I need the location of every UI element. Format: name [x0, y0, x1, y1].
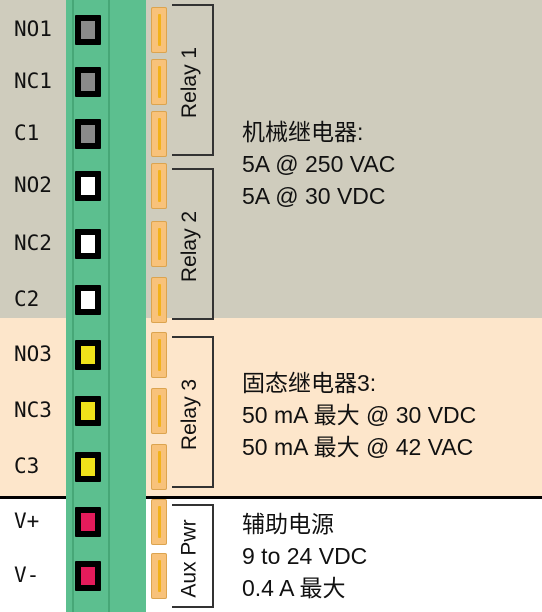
pin-label-c2: C2 [14, 287, 40, 311]
spec-line: 固态继电器3: [242, 370, 377, 396]
spec-line: 5A @ 30 VDC [242, 183, 386, 209]
pin-label-nc3: NC3 [14, 398, 52, 422]
pin-leg-c1 [151, 111, 167, 157]
terminal-window [81, 21, 95, 39]
terminal-window [81, 73, 95, 91]
group-label-relay-3: Relay 3 [177, 378, 201, 450]
pin-leg-contact [158, 451, 161, 483]
pin-leg-contact [158, 284, 161, 316]
terminal-window [81, 346, 95, 364]
spec-line: 0.4 A 最大 [242, 575, 346, 601]
terminal-c2 [75, 285, 101, 315]
mechanical-relay-specs: 机械继电器: 5A @ 250 VAC 5A @ 30 VDC [242, 116, 395, 212]
pin-leg-no2 [151, 163, 167, 209]
pin-label-no3: NO3 [14, 342, 52, 366]
pin-leg-contact [158, 66, 161, 98]
pin-leg-contact [158, 560, 161, 592]
bracket-relay-3: Relay 3 [172, 336, 214, 488]
terminal-window [81, 567, 95, 585]
zone-separator-line [0, 496, 542, 499]
pin-leg-contact [158, 118, 161, 150]
pin-label-c3: C3 [14, 454, 40, 478]
spec-line: 辅助电源 [242, 511, 334, 537]
group-label-relay-2: Relay 2 [177, 210, 201, 282]
spec-line: 50 mA 最大 @ 30 VDC [242, 402, 477, 428]
pin-label-c1: C1 [14, 121, 40, 145]
terminal-window [81, 235, 95, 253]
pin-leg-no3 [151, 332, 167, 378]
connector-groove [108, 0, 110, 612]
pin-leg-contact [158, 339, 161, 371]
group-label-aux-power: Aux Pwr [177, 518, 201, 598]
pin-leg-contact [158, 395, 161, 427]
pin-leg-v-minus [151, 553, 167, 599]
terminal-window [81, 458, 95, 476]
pin-label-no1: NO1 [14, 17, 52, 41]
bracket-aux-power: Aux Pwr [172, 504, 214, 608]
terminal-window [81, 513, 95, 531]
spec-line: 机械继电器: [242, 119, 364, 145]
terminal-window [81, 177, 95, 195]
terminal-window [81, 125, 95, 143]
solid-state-relay-specs: 固态继电器3: 50 mA 最大 @ 30 VDC 50 mA 最大 @ 42 … [242, 367, 476, 463]
terminal-nc1 [75, 67, 101, 97]
pin-leg-contact [158, 14, 161, 46]
terminal-nc2 [75, 229, 101, 259]
pin-label-v-minus: V- [14, 563, 40, 587]
pin-leg-nc3 [151, 388, 167, 434]
bracket-relay-2: Relay 2 [172, 168, 214, 320]
terminal-no3 [75, 340, 101, 370]
aux-power-specs: 辅助电源 9 to 24 VDC 0.4 A 最大 [242, 508, 367, 604]
pin-leg-nc2 [151, 221, 167, 267]
terminal-v-minus [75, 561, 101, 591]
pin-label-v-minusplus: V+ [14, 509, 40, 533]
pin-label-no2: NO2 [14, 173, 52, 197]
pin-leg-contact [158, 170, 161, 202]
pin-label-nc1: NC1 [14, 69, 52, 93]
group-label-relay-1: Relay 1 [177, 46, 201, 118]
terminal-window [81, 402, 95, 420]
bracket-relay-1: Relay 1 [172, 4, 214, 156]
spec-line: 5A @ 250 VAC [242, 151, 396, 177]
pin-leg-contact [158, 228, 161, 260]
connector-groove [72, 0, 74, 612]
terminal-nc3 [75, 396, 101, 426]
spec-line: 9 to 24 VDC [242, 543, 368, 569]
spec-line: 50 mA 最大 @ 42 VAC [242, 434, 474, 460]
terminal-no1 [75, 15, 101, 45]
terminal-v-minusplus [75, 507, 101, 537]
pin-label-nc2: NC2 [14, 231, 52, 255]
pin-leg-contact [158, 506, 161, 538]
pin-leg-c2 [151, 277, 167, 323]
terminal-no2 [75, 171, 101, 201]
pin-leg-c3 [151, 444, 167, 490]
pin-leg-no1 [151, 7, 167, 53]
terminal-c3 [75, 452, 101, 482]
pin-leg-v-minusplus [151, 499, 167, 545]
terminal-window [81, 291, 95, 309]
pin-leg-nc1 [151, 59, 167, 105]
terminal-c1 [75, 119, 101, 149]
